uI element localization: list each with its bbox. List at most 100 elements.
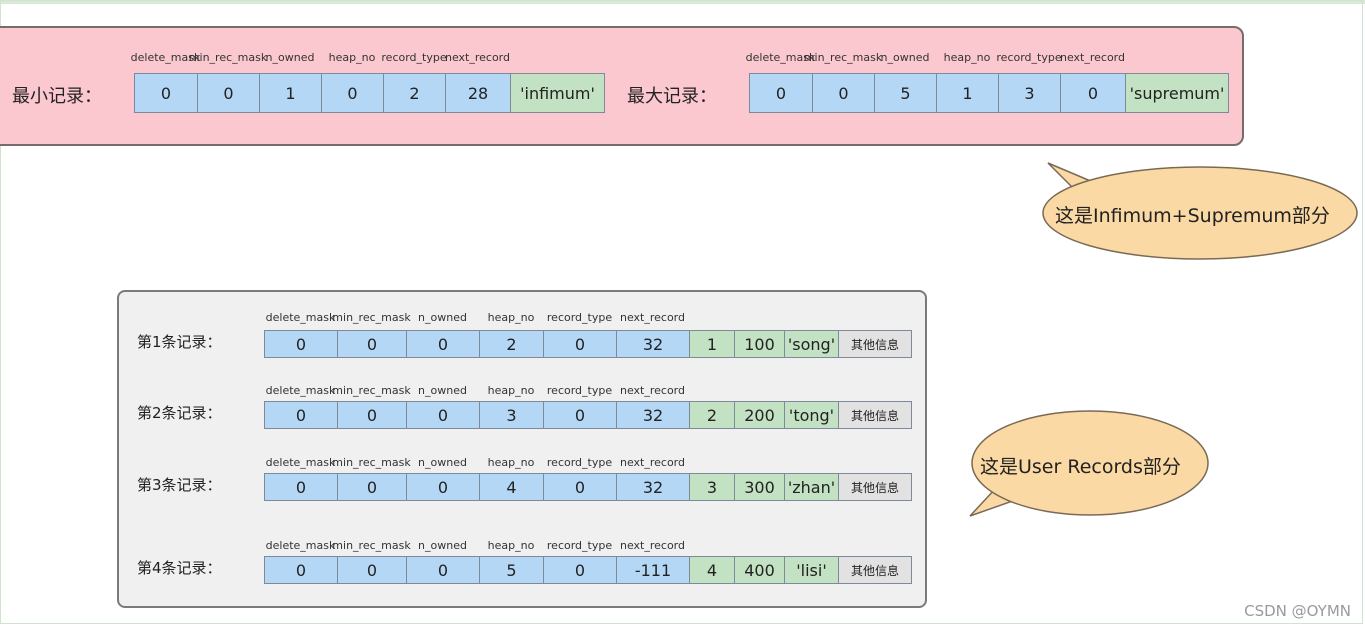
field-header: n_owned (880, 51, 930, 64)
record-col2-cell: 400 (734, 556, 785, 584)
field-header: heap_no (487, 384, 535, 397)
field-cell: 0 (406, 556, 480, 584)
field-header: next_record (619, 456, 685, 469)
field-header: delete_mask (745, 51, 816, 64)
bubble-bottom-text: 这是User Records部分 (980, 456, 1181, 478)
record-col2-cell: 300 (734, 473, 785, 501)
field-cell: 5 (479, 556, 544, 584)
field-header: delete_mask (265, 456, 336, 469)
field-cell: 1 (936, 73, 999, 113)
bubble-top-text: 这是Infimum+Supremum部分 (1055, 205, 1330, 227)
record-other-cell: 其他信息 (838, 473, 912, 501)
speech-bubble-bottom (969, 410, 1209, 517)
field-header: record_type (546, 456, 613, 469)
field-cell: 0 (337, 473, 407, 501)
field-header: n_owned (418, 456, 467, 469)
field-cell: 0 (406, 330, 480, 358)
watermark: CSDN @OYMN (1244, 602, 1351, 620)
field-header: min_rec_mask (803, 51, 883, 64)
field-header: record_type (996, 51, 1062, 64)
field-header: delete_mask (265, 539, 336, 552)
field-header: min_rec_mask (332, 539, 411, 552)
field-cell: 0 (749, 73, 813, 113)
field-cell: 0 (1060, 73, 1126, 113)
field-cell: 0 (264, 473, 338, 501)
field-header: min_rec_mask (332, 384, 411, 397)
field-cell: 0 (134, 73, 198, 113)
field-header: delete_mask (130, 51, 201, 64)
field-cell: 3 (998, 73, 1061, 113)
record-col1-cell: 1 (689, 330, 735, 358)
record-col3-cell: 'song' (784, 330, 839, 358)
record-data-cell: 'supremum' (1125, 73, 1229, 113)
field-header: heap_no (487, 539, 535, 552)
supremum-label: 最大记录： (627, 86, 717, 107)
field-header: record_type (546, 384, 613, 397)
field-cell: 0 (406, 401, 480, 429)
field-cell: 1 (259, 73, 322, 113)
field-header: heap_no (487, 311, 535, 324)
field-cell: 32 (616, 330, 690, 358)
record-other-cell: 其他信息 (838, 330, 912, 358)
field-cell: 32 (616, 473, 690, 501)
record-col1-cell: 4 (689, 556, 735, 584)
field-cell: 0 (812, 73, 875, 113)
record-label: 第3条记录： (137, 476, 222, 494)
record-data-cell: 'infimum' (510, 73, 605, 113)
field-header: delete_mask (265, 311, 336, 324)
field-cell: 0 (543, 330, 617, 358)
field-header: heap_no (328, 51, 376, 64)
field-header: next_record (1059, 51, 1125, 64)
record-col3-cell: 'zhan' (784, 473, 839, 501)
field-header: delete_mask (265, 384, 336, 397)
field-header: record_type (546, 539, 613, 552)
field-cell: 2 (479, 330, 544, 358)
field-cell: -111 (616, 556, 690, 584)
field-cell: 0 (197, 73, 260, 113)
field-header: record_type (381, 51, 447, 64)
record-label: 第2条记录： (137, 404, 222, 422)
field-header: n_owned (265, 51, 315, 64)
field-cell: 0 (337, 401, 407, 429)
field-cell: 0 (543, 473, 617, 501)
field-cell: 3 (479, 401, 544, 429)
top-border (0, 0, 1365, 4)
field-header: min_rec_mask (332, 311, 411, 324)
speech-bubble-top (1042, 162, 1358, 260)
field-cell: 0 (337, 556, 407, 584)
field-header: n_owned (418, 311, 467, 324)
record-col1-cell: 3 (689, 473, 735, 501)
field-header: n_owned (418, 539, 467, 552)
field-header: heap_no (943, 51, 991, 64)
field-header: next_record (619, 384, 685, 397)
field-header: n_owned (418, 384, 467, 397)
field-cell: 4 (479, 473, 544, 501)
record-col3-cell: 'tong' (784, 401, 839, 429)
field-header: next_record (619, 539, 685, 552)
field-cell: 0 (264, 401, 338, 429)
field-header: next_record (444, 51, 510, 64)
field-cell: 28 (445, 73, 511, 113)
field-header: next_record (619, 311, 685, 324)
field-cell: 32 (616, 401, 690, 429)
record-label: 第1条记录： (137, 333, 222, 351)
field-cell: 0 (543, 556, 617, 584)
field-header: min_rec_mask (188, 51, 268, 64)
record-col2-cell: 100 (734, 330, 785, 358)
field-header: record_type (546, 311, 613, 324)
field-cell: 0 (406, 473, 480, 501)
field-cell: 0 (264, 556, 338, 584)
record-other-cell: 其他信息 (838, 401, 912, 429)
field-cell: 0 (543, 401, 617, 429)
field-cell: 2 (383, 73, 446, 113)
field-header: min_rec_mask (332, 456, 411, 469)
record-col2-cell: 200 (734, 401, 785, 429)
field-header: heap_no (487, 456, 535, 469)
record-other-cell: 其他信息 (838, 556, 912, 584)
field-cell: 5 (874, 73, 937, 113)
field-cell: 0 (321, 73, 384, 113)
record-col3-cell: 'lisi' (784, 556, 839, 584)
infimum-label: 最小记录： (12, 86, 102, 107)
record-label: 第4条记录： (137, 559, 222, 577)
